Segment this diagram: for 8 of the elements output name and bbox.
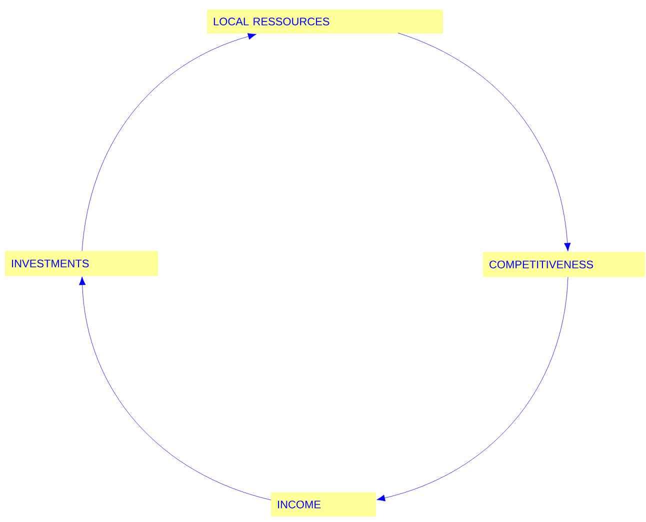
arrow [82,33,256,252]
label-box: LOCAL RESSOURCES [207,10,443,34]
arrow [78,276,272,500]
label-box: COMPETITIVENESS [483,252,645,277]
label-box: INVESTMENTS [5,251,158,276]
label-box: INCOME [271,492,376,516]
arrow [376,276,568,502]
arrow [398,32,571,252]
